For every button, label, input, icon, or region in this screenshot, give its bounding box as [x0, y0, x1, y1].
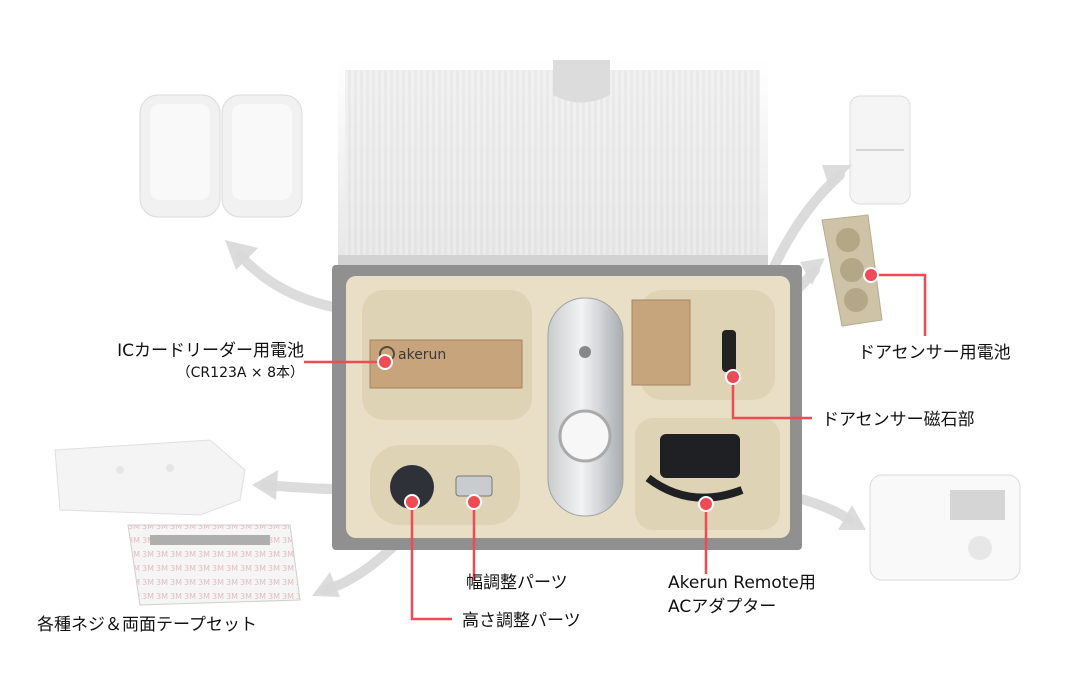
door-sensor-ghost: [849, 95, 911, 205]
remote-ghost: [869, 474, 1021, 581]
label-remote-line2: ACアダプター: [668, 597, 777, 617]
label-height-parts: 高さ調整パーツ: [462, 611, 581, 631]
screws-tape-pack: [127, 524, 301, 606]
ic-reader-ghost: [139, 94, 303, 218]
mount-plate-ghost: [54, 439, 246, 516]
label-door-sensor-battery: ドアセンサー用電池: [858, 343, 1011, 363]
callout-dots: [377, 267, 879, 512]
label-door-sensor-magnet: ドアセンサー磁石部: [822, 410, 975, 430]
label-width-parts: 幅調整パーツ: [466, 573, 568, 593]
label-ic-battery: ICカードリーダー用電池: [117, 341, 304, 361]
label-screws-tape: 各種ネジ＆両面テープセット: [37, 615, 257, 635]
akerun-logo: akerun: [398, 347, 446, 363]
label-ic-battery-sub: （CR123A × 8本）: [176, 365, 304, 381]
callout-lines: [304, 273, 927, 621]
label-remote-line1: Akerun Remote用: [668, 573, 816, 593]
